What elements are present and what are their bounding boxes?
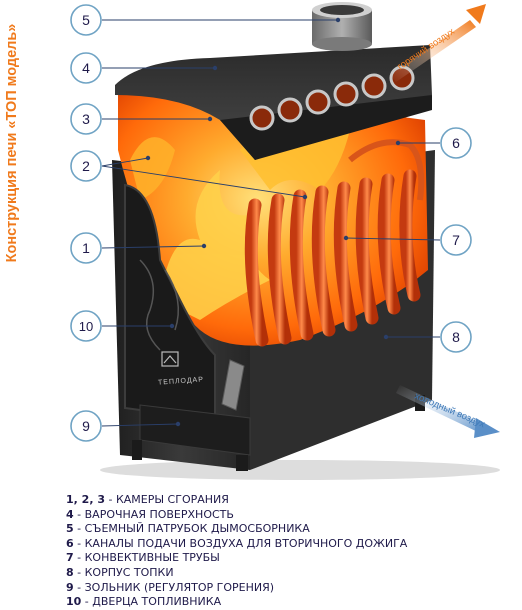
legend: 1, 2, 3 - КАМЕРЫ СГОРАНИЯ 4 - ВАРОЧНАЯ П… [66, 493, 486, 610]
legend-item: 5 - СЪЕМНЫЙ ПАТРУБОК ДЫМОСБОРНИКА [66, 522, 310, 536]
secondary-air-pipe [348, 139, 425, 201]
callout-5: 5 [70, 4, 102, 36]
leader-lines [101, 19, 441, 427]
callout-4: 4 [70, 52, 102, 84]
legend-item: 1, 2, 3 - КАМЕРЫ СГОРАНИЯ [66, 493, 229, 506]
callout-10: 10 [70, 310, 102, 342]
callout-3: 3 [70, 103, 102, 135]
svg-text:1: 1 [82, 240, 90, 256]
flue-outlets [249, 65, 415, 131]
legend-item: 8 - КОРПУС ТОПКИ [66, 565, 174, 579]
floor-shadow [100, 460, 500, 480]
callout-6: 6 [440, 127, 472, 159]
legend-item: 6 - КАНАЛЫ ПОДАЧИ ВОЗДУХА ДЛЯ ВТОРИЧНОГО… [66, 536, 408, 550]
svg-text:8: 8 [452, 329, 460, 345]
door-ornament [139, 259, 180, 351]
cooking-surface [115, 45, 432, 160]
side-title: Конструкция печи «ТОП модель» [4, 23, 20, 263]
svg-text:3: 3 [82, 111, 90, 127]
legend-item: 9 - ЗОЛЬНИК (РЕГУЛЯТОР ГОРЕНИЯ) [66, 580, 275, 594]
cooking-surface-front [220, 95, 432, 160]
stove-leg [132, 440, 142, 460]
brand-logo-icon [161, 351, 179, 367]
callout-9: 9 [70, 410, 102, 442]
chimney-collar [312, 2, 372, 51]
door-handle [221, 359, 245, 411]
cold-air-arrow: холодный воздух [396, 385, 500, 438]
leader-dots [145, 17, 401, 427]
svg-text:5: 5 [82, 12, 90, 28]
svg-text:6: 6 [452, 135, 460, 151]
svg-text:2: 2 [82, 158, 90, 174]
svg-text:4: 4 [82, 60, 90, 76]
callout-2: 2 [70, 150, 102, 182]
callout-1: 1 [70, 232, 102, 264]
legend-item: 10 - ДВЕРЦА ТОПЛИВНИКА [66, 595, 222, 609]
hot-air-arrow: горячий воздух [390, 4, 486, 82]
convective-pipes [244, 169, 421, 347]
callout-8: 8 [440, 321, 472, 353]
legend-item: 7 - КОНВЕКТИВНЫЕ ТРУБЫ [66, 551, 220, 565]
fuel-door [124, 183, 216, 422]
svg-text:7: 7 [452, 232, 460, 248]
svg-text:9: 9 [82, 418, 90, 434]
ash-pan [139, 404, 251, 456]
legend-item: 4 - ВАРОЧНАЯ ПОВЕРХНОСТЬ [66, 507, 234, 521]
callout-7: 7 [440, 224, 472, 256]
stove-leg [236, 455, 248, 471]
svg-text:10: 10 [79, 319, 93, 334]
